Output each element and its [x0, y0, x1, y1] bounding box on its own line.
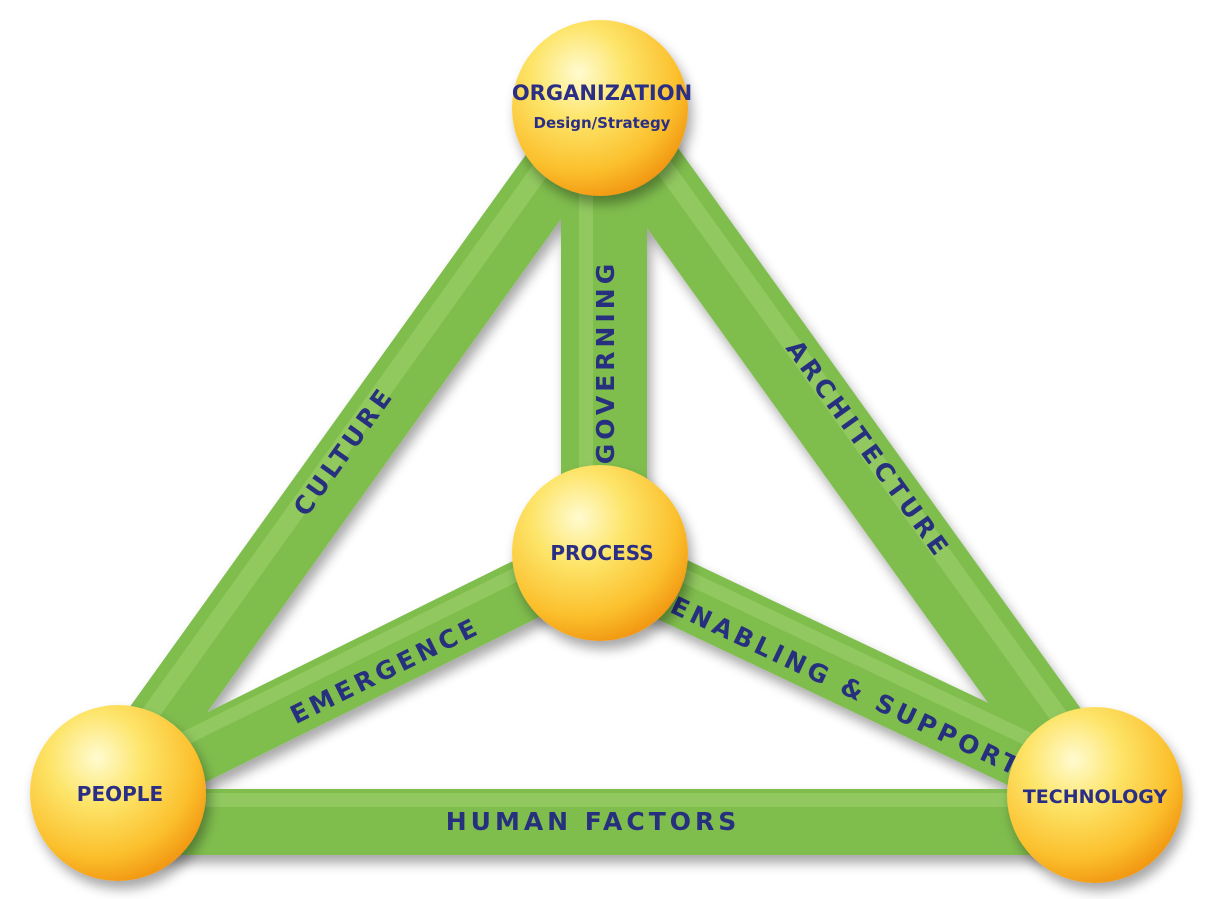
architecture-bar-highlight [608, 94, 1114, 788]
enabling-bar-highlight [616, 538, 1107, 782]
node-labels-group: ORGANIZATION Design/Strategy PROCESS PEO… [77, 81, 1168, 808]
human-factors-label: HUMAN FACTORS [446, 807, 741, 836]
architecture-bar [575, 86, 1125, 812]
people-sphere [30, 705, 206, 881]
organization-sphere [512, 20, 688, 196]
technology-label: TECHNOLOGY [1023, 786, 1168, 808]
nodes-group [30, 20, 1183, 883]
process-label: PROCESS [550, 541, 653, 565]
culture-bar-highlight [102, 92, 600, 776]
culture-bar [91, 88, 627, 800]
governing-label: GOVERNING [591, 260, 620, 464]
emergence-bar-highlight [107, 533, 590, 782]
enabling-bar [595, 530, 1110, 820]
organization-label: ORGANIZATION [512, 81, 692, 105]
process-sphere [512, 465, 688, 641]
technology-sphere [1007, 707, 1183, 883]
people-label: PEOPLE [77, 782, 163, 806]
organization-sublabel: Design/Strategy [534, 114, 671, 132]
emergence-bar [106, 527, 609, 818]
bars-group [91, 86, 1125, 855]
